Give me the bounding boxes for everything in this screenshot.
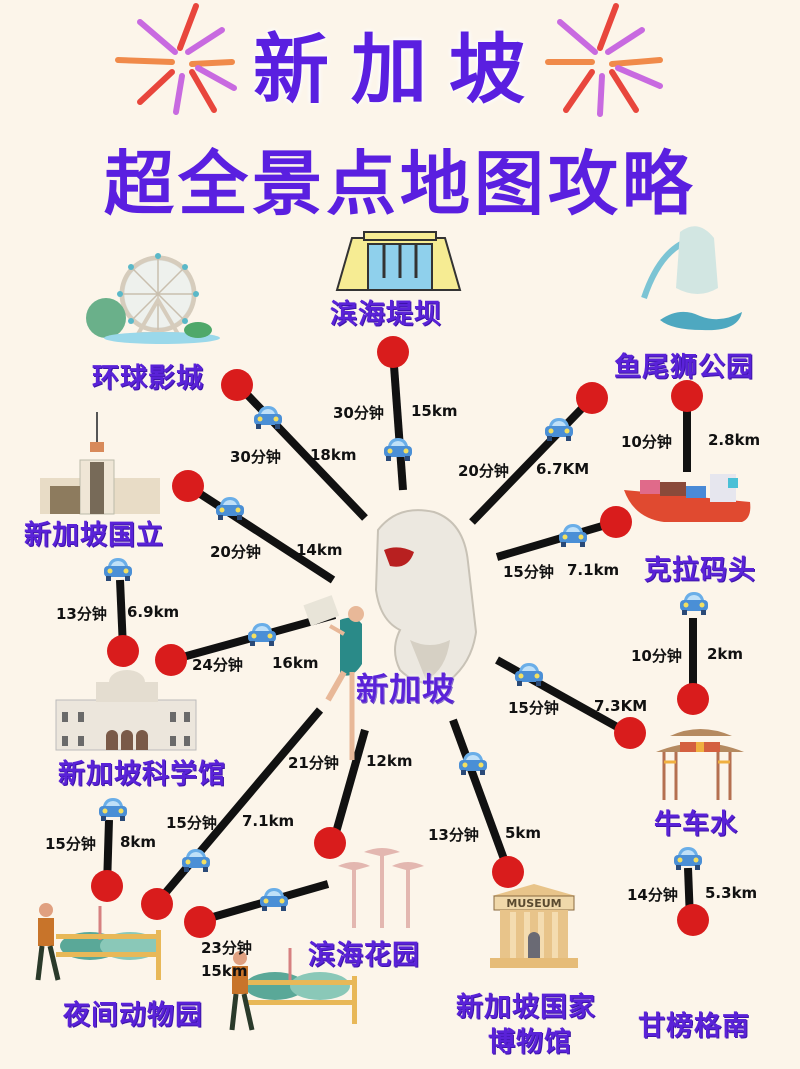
merlion-fountain-icon xyxy=(641,226,742,331)
route-time-universal-studios: 30分钟 xyxy=(230,448,281,466)
fireworks-right-icon xyxy=(545,3,663,117)
car-icon xyxy=(457,750,489,776)
place-label-national-museum-line2: 博物馆 xyxy=(488,1027,572,1058)
place-label-marina-barrage: 滨海堤坝 xyxy=(330,299,442,330)
pin-night-safari-b xyxy=(141,888,173,920)
car-icon xyxy=(258,886,290,912)
place-label-merlion-park: 鱼尾狮公园 xyxy=(614,352,754,383)
route-time-science-centre: 24分钟 xyxy=(192,656,243,674)
link-time-nus-science: 13分钟 xyxy=(56,605,107,623)
link-distance-chinatown-clarke: 2km xyxy=(707,645,744,663)
car-icon xyxy=(678,590,710,616)
pin-merlion-park xyxy=(576,382,608,414)
link-time-safari-gardens: 23分钟 xyxy=(201,939,252,957)
link-distance-merlion-clarke: 2.8km xyxy=(708,431,761,449)
chinatown-gate-icon xyxy=(656,729,744,800)
pin-nus xyxy=(172,470,204,502)
museum-sign: MUSEUM xyxy=(506,897,561,910)
tourist-woman-with-map xyxy=(303,595,364,760)
route-time-gardens: 21分钟 xyxy=(288,754,339,772)
link-distance-science-safari: 8km xyxy=(120,833,157,851)
route-distance-gardens: 12km xyxy=(366,752,413,770)
route-distance-marina-barrage: 15km xyxy=(411,402,458,420)
link-time-chinatown-clarke: 10分钟 xyxy=(631,647,682,665)
place-label-gardens-by-the-bay: 滨海花园 xyxy=(308,940,420,971)
pin-clarke-quay xyxy=(600,506,632,538)
car-icon xyxy=(97,796,129,822)
cargo-ship-icon xyxy=(624,474,751,522)
route-time-chinatown: 15分钟 xyxy=(508,699,559,717)
pin-night-safari-c xyxy=(184,906,216,938)
route-distance-chinatown: 7.3KM xyxy=(594,697,648,715)
route-time-clarke-quay: 15分钟 xyxy=(503,563,554,581)
pin-night-safari-a xyxy=(91,870,123,902)
car-icon xyxy=(672,845,704,871)
link-distance-chinatown-kampong: 5.3km xyxy=(705,884,758,902)
supertree-icon xyxy=(338,848,424,928)
pin-merlion-park-b xyxy=(671,380,703,412)
place-label-universal-studios: 环球影城 xyxy=(92,363,204,394)
place-label-chinatown: 牛车水 xyxy=(654,809,738,840)
place-label-kampong-glam: 甘榜格南 xyxy=(638,1011,750,1042)
pin-chinatown-b xyxy=(614,717,646,749)
pin-universal xyxy=(221,369,253,401)
route-time-museum: 13分钟 xyxy=(428,826,479,844)
pin-kampong-glam xyxy=(677,904,709,936)
pin-gardens xyxy=(314,827,346,859)
link-time-chinatown-kampong: 14分钟 xyxy=(627,886,678,904)
car-icon xyxy=(214,495,246,521)
place-label-night-safari: 夜间动物园 xyxy=(63,1000,203,1031)
link-distance-safari-gardens: 15km xyxy=(201,962,248,980)
place-label-science-centre: 新加坡科学馆 xyxy=(58,759,226,790)
pin-science-a xyxy=(107,635,139,667)
route-time-merlion-park: 20分钟 xyxy=(458,462,509,480)
pin-chinatown-a xyxy=(677,683,709,715)
route-distance-nus: 14km xyxy=(296,541,343,559)
pin-dam xyxy=(377,336,409,368)
route-time-marina-barrage: 30分钟 xyxy=(333,404,384,422)
merlion-statue-icon xyxy=(374,509,478,685)
car-icon xyxy=(252,404,284,430)
place-label-nus: 新加坡国立 xyxy=(24,520,164,551)
route-distance-science-centre: 16km xyxy=(272,654,319,672)
car-icon xyxy=(557,522,589,548)
pin-museum xyxy=(492,856,524,888)
dam-icon xyxy=(335,231,462,291)
car-icon xyxy=(246,621,278,647)
route-time-nus: 20分钟 xyxy=(210,543,261,561)
route-distance-merlion-park: 6.7KM xyxy=(536,460,590,478)
ferris-wheel-globe-icon xyxy=(86,253,220,344)
science-centre-building-icon xyxy=(55,670,197,751)
place-label-national-museum-line1: 新加坡国家 xyxy=(456,992,596,1023)
route-lines xyxy=(103,351,697,925)
page-title: 新加坡 xyxy=(253,25,547,114)
place-label-clarke-quay: 克拉码头 xyxy=(644,555,756,586)
car-icon xyxy=(180,847,212,873)
link-time-science-safari: 15分钟 xyxy=(45,835,96,853)
car-icon xyxy=(543,416,575,442)
pin-science-b xyxy=(155,644,187,676)
route-distance-clarke-quay: 7.1km xyxy=(567,561,620,579)
fireworks-left-icon xyxy=(115,3,237,115)
car-icon xyxy=(382,436,414,462)
route-distance-universal-studios: 18km xyxy=(310,446,357,464)
car-icon xyxy=(102,556,134,582)
link-time-merlion-clarke: 10分钟 xyxy=(621,433,672,451)
route-distance-museum: 5km xyxy=(505,824,542,842)
university-building-icon xyxy=(40,412,160,515)
center-label-singapore: 新加坡 xyxy=(356,670,456,708)
car-icon xyxy=(513,661,545,687)
zoo-ostrich-keeper-icon-2 xyxy=(229,948,357,1031)
zoo-ostrich-keeper-icon xyxy=(35,903,161,981)
route-time-night-safari: 15分钟 xyxy=(166,814,217,832)
museum-icon: MUSEUM xyxy=(490,884,578,968)
page-subtitle: 超全景点地图攻略 xyxy=(104,143,696,225)
route-distance-night-safari: 7.1km xyxy=(242,812,295,830)
link-distance-nus-science: 6.9km xyxy=(127,603,180,621)
location-pins xyxy=(91,336,709,938)
